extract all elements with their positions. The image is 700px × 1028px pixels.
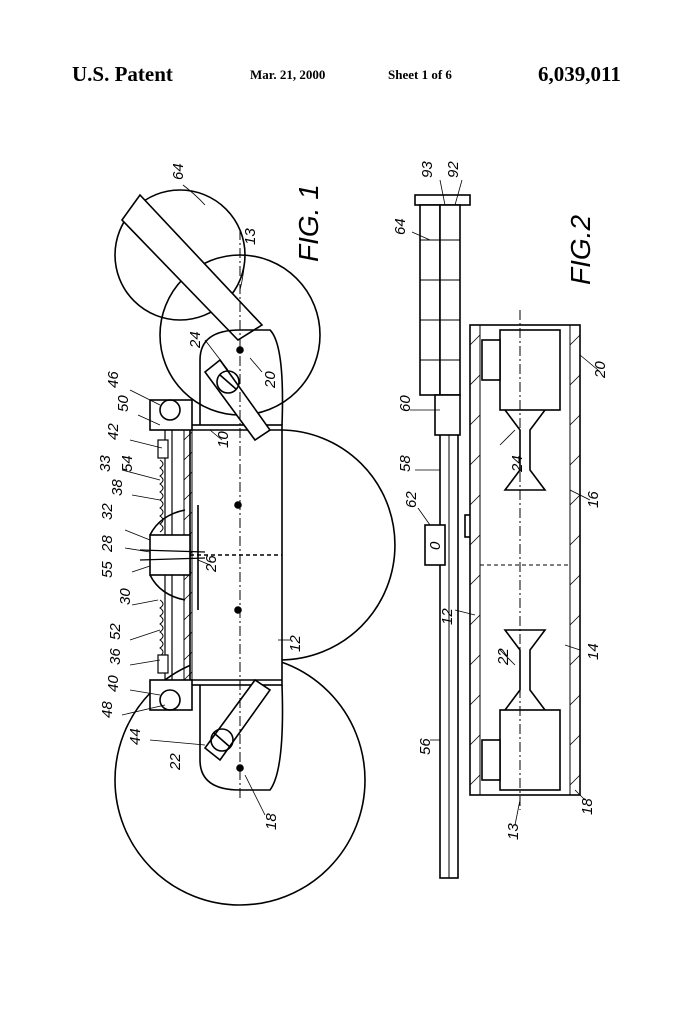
fig1-ref-48: 48 bbox=[99, 701, 116, 718]
fig1-ref-44: 44 bbox=[127, 728, 144, 745]
fig1-ref-33: 33 bbox=[97, 455, 114, 472]
fig1-ref-42: 42 bbox=[105, 423, 122, 440]
fig1-ref-52: 52 bbox=[107, 623, 124, 640]
fig2-ref-22: 22 bbox=[495, 648, 512, 666]
fig1-ref-28: 28 bbox=[99, 535, 116, 553]
fig1-ref-54: 54 bbox=[119, 455, 136, 472]
fig1-middle-wheel bbox=[280, 430, 395, 660]
fig1-ref-30: 30 bbox=[117, 588, 134, 605]
fig1-ref-12: 12 bbox=[287, 635, 304, 652]
fig1-drawing bbox=[115, 185, 395, 905]
fig2-ref-62: 62 bbox=[403, 491, 420, 508]
fig1-ref-32: 32 bbox=[99, 503, 116, 520]
fig2-label: FIG.2 bbox=[565, 215, 596, 285]
fig2-ref-60: 60 bbox=[397, 395, 414, 412]
fig1-ref-46: 46 bbox=[105, 371, 122, 388]
fig1-ref-38: 38 bbox=[109, 479, 126, 496]
fig1-ref-50: 50 bbox=[115, 395, 132, 412]
fig1-ref-64: 64 bbox=[170, 163, 187, 180]
fig1-ref-20: 20 bbox=[262, 371, 279, 389]
fig1-ref-13: 13 bbox=[242, 228, 259, 245]
fig2-ref-16: 16 bbox=[585, 491, 602, 508]
fig2-ref-13: 13 bbox=[505, 823, 522, 840]
fig1-ref-26: 26 bbox=[203, 555, 220, 573]
fig2-ref-14: 14 bbox=[585, 643, 602, 660]
fig2-ref-18: 18 bbox=[579, 798, 596, 815]
fig1-ref-22: 22 bbox=[167, 753, 184, 771]
fig1-label: FIG. 1 bbox=[293, 184, 324, 262]
fig2-ref-58: 58 bbox=[397, 455, 414, 472]
fig1-ref-24: 24 bbox=[187, 331, 204, 349]
fig2-ref-0: 0 bbox=[427, 541, 444, 550]
fig2-ref-20: 20 bbox=[592, 361, 609, 379]
fig1-ref-55: 55 bbox=[99, 561, 116, 578]
fig2-ref-92: 92 bbox=[445, 161, 462, 178]
fig2-ref-64: 64 bbox=[392, 218, 409, 235]
fig1-ref-10: 10 bbox=[215, 431, 232, 448]
fig2-ref-24: 24 bbox=[509, 455, 526, 473]
fig2-ref-56: 56 bbox=[417, 738, 434, 755]
fig2-ref-12: 12 bbox=[439, 608, 456, 625]
fig2-ref-93: 93 bbox=[419, 161, 436, 178]
fig1-ref-36: 36 bbox=[107, 648, 124, 665]
fig1-ref-18: 18 bbox=[263, 813, 280, 830]
fig1-ref-40: 40 bbox=[105, 675, 122, 692]
